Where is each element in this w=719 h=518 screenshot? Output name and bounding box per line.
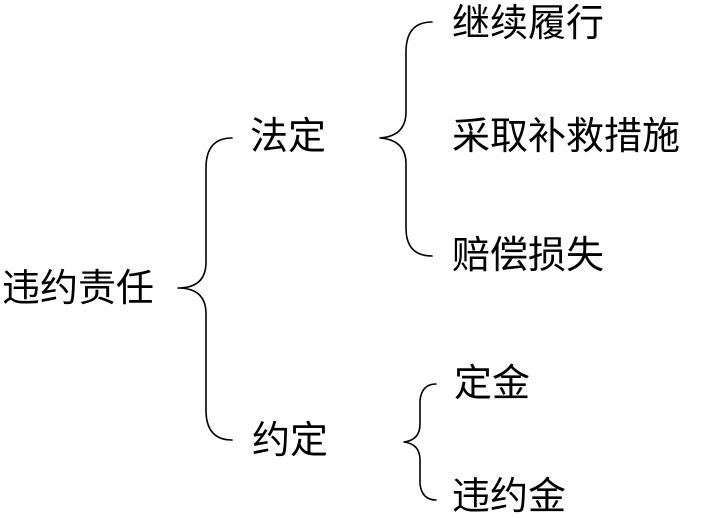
leaf-liquidated-damages: 违约金 (452, 474, 567, 518)
leaf-compensate-losses: 赔偿损失 (452, 233, 605, 277)
contractual-brace (403, 383, 437, 501)
root-brace (177, 137, 233, 441)
branch-label-contractual: 约定 (252, 418, 329, 462)
statutory-brace (379, 21, 433, 257)
leaf-remedial-measures: 采取补救措施 (452, 114, 681, 158)
root-node-label: 违约责任 (2, 266, 155, 310)
leaf-continue-performance: 继续履行 (452, 1, 605, 45)
leaf-deposit: 定金 (454, 361, 531, 405)
branch-label-statutory: 法定 (250, 114, 327, 158)
